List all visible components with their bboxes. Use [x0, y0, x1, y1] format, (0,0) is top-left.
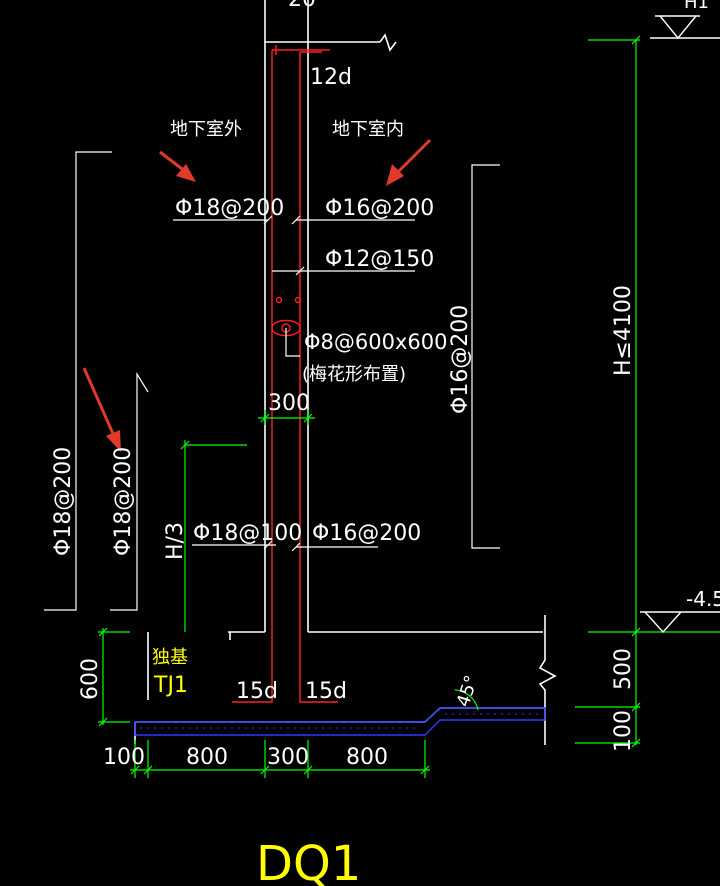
tie-note-label: (梅花形布置) — [302, 364, 406, 385]
third-height-label: H/3 — [163, 522, 188, 560]
anchor-right-label: 15d — [305, 679, 347, 704]
dim-800a-label: 800 — [186, 745, 228, 770]
top-dim-label: 20 — [288, 0, 316, 12]
footing-code-label: TJ1 — [153, 673, 188, 698]
footing-name-label: 独基 — [152, 647, 188, 668]
outer-add-label: Φ18@100 — [193, 521, 302, 546]
dim-300-label: 300 — [267, 745, 309, 770]
height-note-label: H≤4100 — [611, 285, 636, 376]
anchor-left-label: 15d — [236, 679, 278, 704]
leader-lines — [44, 151, 500, 611]
tie-rebar-label: Φ8@600x600 — [304, 330, 447, 354]
elevation-markers — [640, 15, 720, 634]
inner-add-label: Φ16@200 — [312, 521, 421, 546]
annotation-arrows — [82, 138, 432, 452]
cushion-hatch — [134, 707, 546, 736]
inner-rebar-label: Φ16@200 — [325, 196, 434, 221]
elev-top-label: H1 — [684, 0, 709, 13]
rebar-lines — [232, 45, 338, 703]
inside-label: 地下室内 — [332, 119, 404, 140]
outside-label: 地下室外 — [170, 119, 242, 140]
slab-height-label: 500 — [611, 648, 636, 690]
dim-800b-label: 800 — [346, 745, 388, 770]
wall-thickness-label: 300 — [268, 391, 310, 416]
dimension-lines — [98, 35, 720, 778]
outer-rebar-label: Φ18@200 — [175, 196, 284, 221]
dim-100-label: 100 — [103, 745, 145, 770]
anchor-top-label: 12d — [310, 65, 352, 90]
footing-height-label: 600 — [78, 658, 103, 700]
outer-vertical-left-label: Φ18@200 — [51, 447, 76, 556]
drawing-title: DQ1 — [256, 836, 361, 886]
inner-vertical-label: Φ16@200 — [448, 305, 473, 414]
outer-vertical-mid-label: Φ18@200 — [111, 447, 136, 556]
slope-label: 45° — [453, 673, 483, 710]
wall-outline — [228, 0, 557, 745]
elev-bottom-label: -4.5 — [686, 587, 720, 611]
horiz-rebar-label: Φ12@150 — [325, 247, 434, 272]
slab-thickness-label: 100 — [611, 710, 636, 752]
